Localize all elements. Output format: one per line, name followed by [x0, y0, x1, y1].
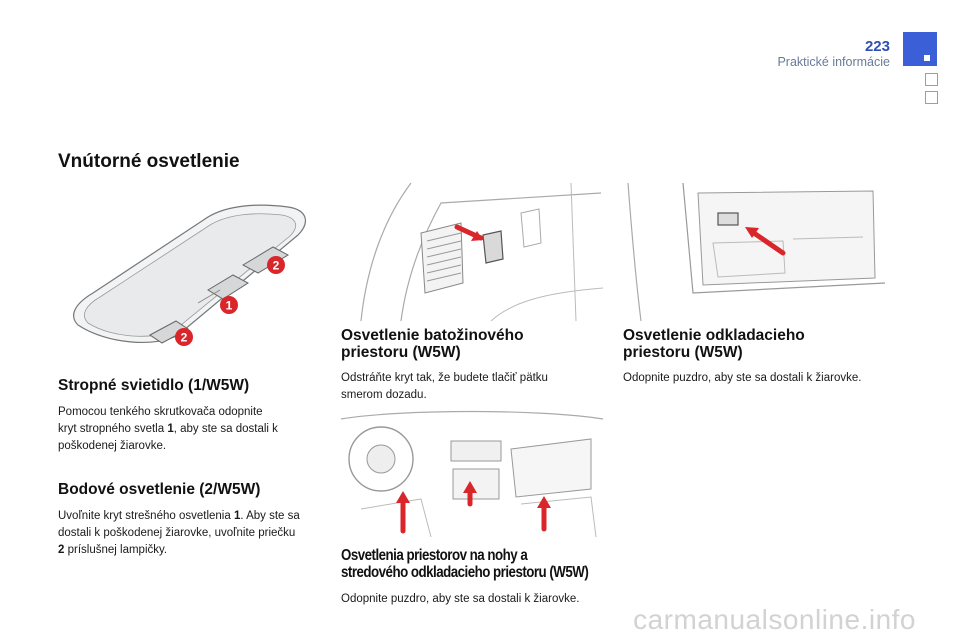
callout-label: 1 [226, 299, 233, 313]
footwell-light-text: Odopnite puzdro, aby ste sa dostali k ži… [341, 593, 580, 605]
page-number: 223 [864, 38, 890, 55]
callout-label: 2 [181, 331, 188, 345]
ceiling-light-heading: Stropné svietidlo (1/W5W) [58, 377, 250, 394]
callout-label: 2 [273, 259, 280, 273]
glovebox-light-text: Odopnite puzdro, aby ste sa dostali k ži… [623, 372, 862, 384]
chapter-tab-active[interactable] [903, 32, 937, 66]
footwell-illustration [341, 399, 603, 537]
section-name: Praktické informácie [777, 55, 890, 69]
callout-2-badge: 2 [175, 328, 193, 346]
chapter-tab[interactable] [925, 91, 938, 104]
glovebox-illustration [623, 183, 885, 321]
spot-light-section: Bodové osvetlenie (2/W5W) Uvoľnite kryt … [58, 481, 323, 559]
trunk-illustration [341, 183, 603, 321]
watermark: carmanualsonline.info [633, 604, 916, 635]
callout-2-badge: 2 [267, 256, 285, 274]
ceiling-light-section: Stropné svietidlo (1/W5W) Pomocou tenkéh… [58, 377, 323, 455]
page-title: Vnútorné osvetlenie [58, 151, 240, 172]
spot-light-heading: Bodové osvetlenie (2/W5W) [58, 481, 261, 498]
callout-1-badge: 1 [220, 296, 238, 314]
ceiling-light-illustration: 1 2 2 [58, 195, 318, 355]
spot-light-text: Uvoľnite kryt strešného osvetlenia 1. Ab… [58, 510, 300, 556]
trunk-light-text: Odstráňte kryt tak, že budete tlačiť pät… [341, 372, 548, 401]
chapter-tab[interactable] [925, 73, 938, 86]
ceiling-light-text: Pomocou tenkého skrutkovača odopnite kry… [58, 406, 278, 452]
